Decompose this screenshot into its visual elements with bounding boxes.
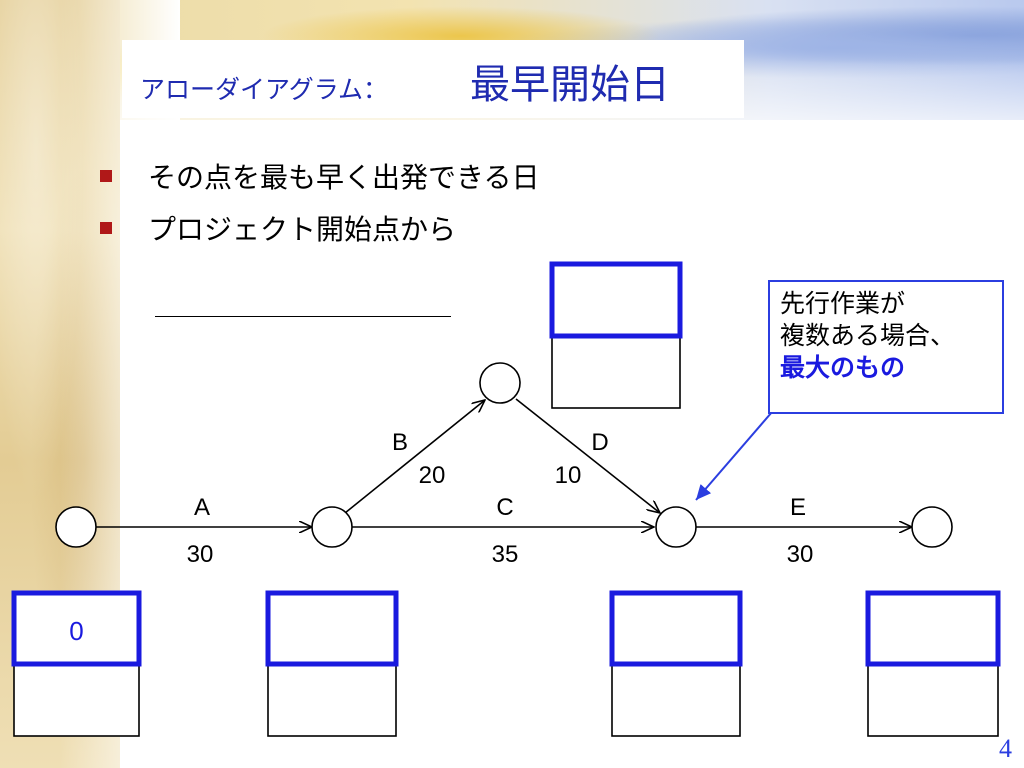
bullet-text: その点を最も早く出発できる日 bbox=[148, 161, 540, 194]
callout-note: 先行作業が 複数ある場合、 最大のもの bbox=[768, 280, 1004, 414]
activity-e-name: E bbox=[790, 494, 806, 521]
time-box-upper bbox=[865, 590, 1001, 667]
time-box-upper bbox=[11, 590, 142, 667]
slide-title-prefix: アローダイアグラム： bbox=[140, 75, 389, 104]
time-box-lower bbox=[611, 663, 741, 737]
activity-d-name: D bbox=[591, 429, 608, 456]
bullet-marker bbox=[100, 222, 112, 234]
activity-e-duration: 30 bbox=[787, 541, 814, 568]
time-box-upper bbox=[609, 590, 743, 667]
time-box-upper bbox=[549, 261, 683, 339]
event-node bbox=[479, 362, 521, 404]
time-box-upper bbox=[265, 590, 399, 667]
bullet-marker bbox=[100, 170, 112, 182]
time-boxes bbox=[11, 261, 1001, 737]
activity-labels: A 30 B 20 C 35 D 10 E 30 bbox=[187, 429, 814, 568]
title-box bbox=[122, 40, 744, 118]
callout-line-1: 先行作業が bbox=[780, 289, 906, 318]
activity-d-duration: 10 bbox=[555, 462, 582, 489]
activity-a-name: A bbox=[194, 494, 210, 521]
activity-a-duration: 30 bbox=[187, 541, 214, 568]
activity-b-name: B bbox=[392, 429, 408, 456]
slide-title: 最早開始日 bbox=[470, 62, 670, 108]
page-number: 4 bbox=[999, 734, 1012, 763]
callout-line-2: 複数ある場合、 bbox=[780, 321, 956, 350]
activity-c-name: C bbox=[496, 494, 513, 521]
start-earliest-time: 0 bbox=[69, 616, 84, 646]
activity-d-arrow bbox=[515, 398, 660, 513]
activity-b-arrow bbox=[344, 400, 485, 514]
time-box-lower bbox=[867, 663, 999, 737]
time-box-lower bbox=[551, 335, 681, 409]
event-node bbox=[55, 506, 97, 548]
time-box-lower bbox=[267, 663, 397, 737]
callout-arrow bbox=[695, 411, 773, 501]
activity-arrows bbox=[96, 398, 912, 527]
activity-c-duration: 35 bbox=[492, 541, 519, 568]
callout-line-3: 最大のもの bbox=[780, 353, 906, 382]
answer-blank-line bbox=[155, 316, 451, 317]
event-node bbox=[911, 506, 953, 548]
event-node bbox=[311, 506, 353, 548]
event-nodes bbox=[55, 362, 953, 548]
activity-b-duration: 20 bbox=[419, 462, 446, 489]
answer-panel bbox=[142, 252, 450, 330]
time-box-lower bbox=[13, 663, 140, 737]
bullet-text: プロジェクト開始点から bbox=[148, 213, 457, 246]
event-node bbox=[655, 506, 697, 548]
